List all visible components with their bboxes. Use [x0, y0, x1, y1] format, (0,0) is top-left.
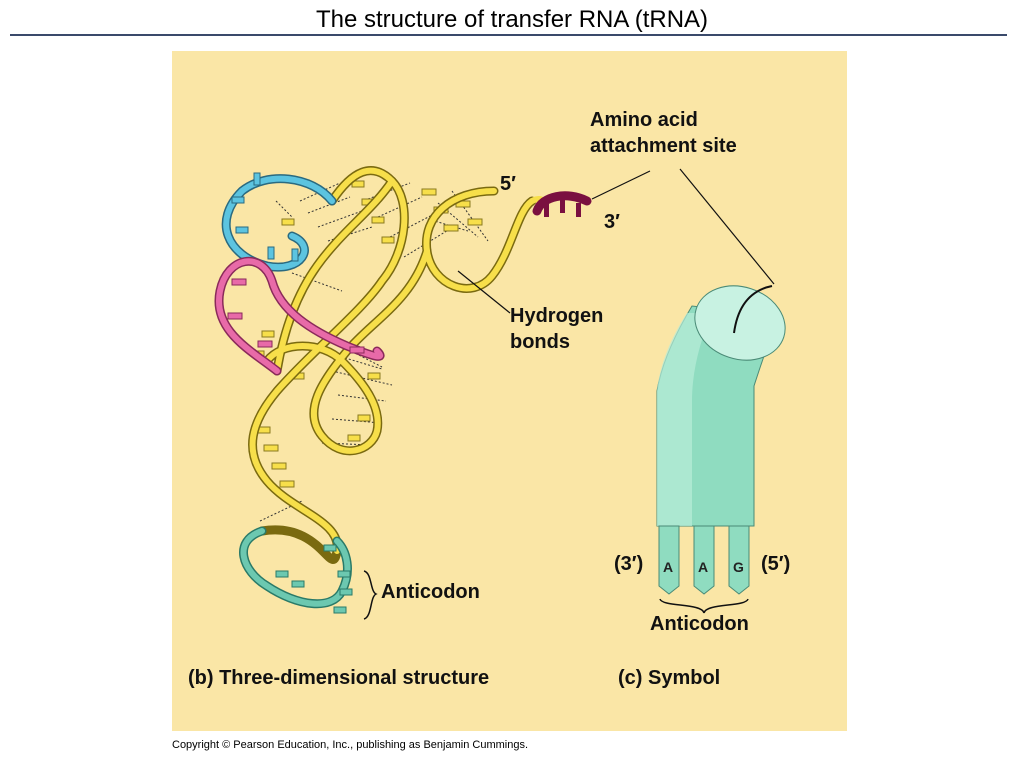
anticodon-brace-symbol	[659, 598, 749, 614]
caption-three-dimensional: (b) Three-dimensional structure	[188, 667, 490, 689]
trna-diagram	[214, 166, 786, 620]
pointer-lines	[457, 168, 775, 314]
amino-acid-label-line1: Amino acid	[590, 109, 698, 131]
page-title: The structure of transfer RNA (tRNA)	[315, 6, 709, 33]
base-a-2: A	[698, 559, 709, 575]
amino-acid-label-line2: attachment site	[590, 135, 737, 157]
three-prime-paren-label: (3′)	[614, 553, 644, 575]
hydrogen-bonds-label-line1: Hydrogen	[510, 305, 604, 327]
copyright-text: Copyright © Pearson Education, Inc., pub…	[172, 739, 529, 751]
anticodon-brace-3d	[363, 570, 378, 620]
symbol-anticodon-bases	[658, 525, 750, 595]
three-prime-label: 3′	[604, 211, 620, 233]
caption-symbol: (c) Symbol	[618, 667, 721, 689]
anticodon-label-3d: Anticodon	[381, 581, 480, 603]
trna-symbol	[656, 285, 786, 595]
five-prime-paren-label: (5′)	[761, 553, 791, 575]
base-g: G	[733, 559, 744, 575]
t-loop-pink	[214, 256, 385, 376]
d-loop-blue	[221, 172, 337, 272]
anticodon-loop	[239, 526, 353, 614]
hydrogen-bonds-label-line2: bonds	[510, 331, 570, 353]
trna-backbone-fill	[249, 167, 546, 554]
figure-panel: Amino acid attachment site 5′ 3′ Hydroge…	[172, 51, 847, 731]
title-divider	[10, 34, 1007, 36]
three-prime-end	[532, 191, 592, 217]
anticodon-label-symbol: Anticodon	[650, 613, 749, 635]
five-prime-label: 5′	[500, 173, 516, 195]
base-a-1: A	[663, 559, 674, 575]
